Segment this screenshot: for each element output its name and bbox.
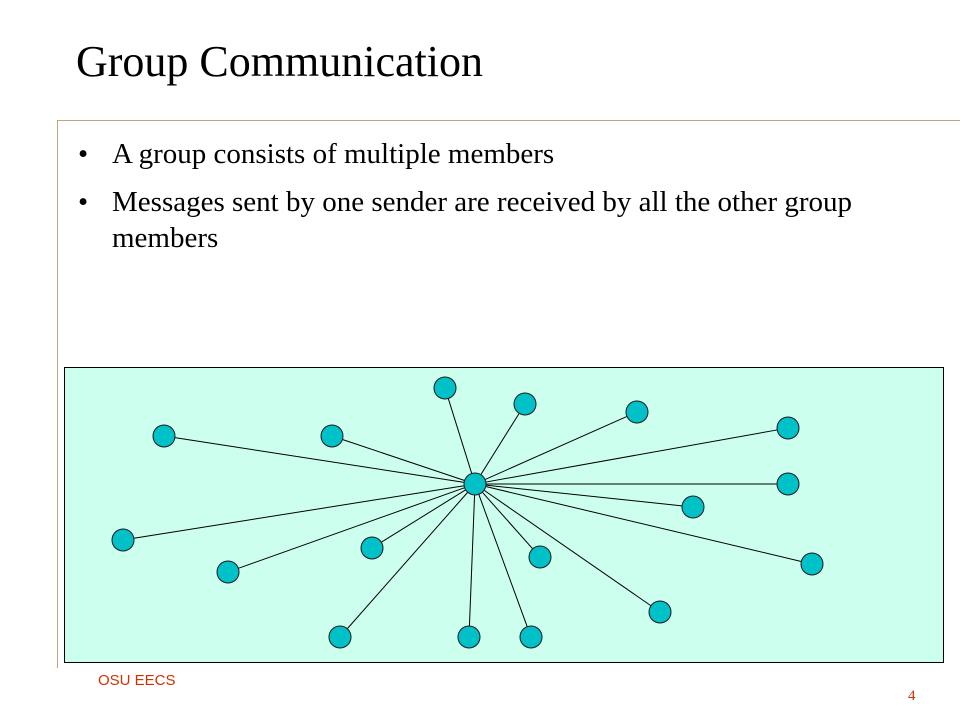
group-member-node — [216, 560, 240, 584]
message-edge — [485, 429, 778, 483]
page-number: 4 — [908, 688, 916, 704]
message-edge — [485, 486, 802, 562]
message-edge — [480, 413, 520, 475]
group-member-node — [457, 625, 481, 649]
sender-node — [463, 472, 487, 496]
group-member-node — [111, 528, 135, 552]
message-edge — [174, 437, 465, 483]
group-member-node — [648, 600, 672, 624]
message-edge — [447, 398, 473, 474]
bullet-item: Messages sent by one sender are received… — [78, 184, 918, 256]
edges-group — [133, 398, 802, 630]
group-member-node — [360, 536, 384, 560]
group-communication-diagram — [64, 367, 944, 663]
message-edge — [133, 485, 465, 539]
group-member-node — [433, 376, 457, 400]
diagram-background — [64, 367, 944, 663]
group-member-node — [519, 625, 543, 649]
title-underline-rule — [57, 120, 960, 121]
message-edge — [485, 484, 683, 507]
group-member-node — [800, 552, 824, 576]
message-edge — [481, 491, 534, 550]
group-member-node — [320, 424, 344, 448]
footer-label: OSU EECS — [98, 672, 176, 689]
message-edge — [468, 494, 476, 627]
group-member-node — [625, 400, 649, 424]
bullet-list: A group consists of multiple members Mes… — [78, 136, 918, 268]
message-edge — [483, 489, 652, 607]
message-edge — [381, 489, 466, 543]
message-edge — [346, 491, 469, 630]
message-edge — [484, 416, 628, 480]
slide-title: Group Communication — [76, 37, 483, 86]
message-edge — [238, 487, 465, 569]
group-member-node — [776, 416, 800, 440]
group-member-node — [776, 472, 800, 496]
nodes-group — [111, 376, 824, 649]
message-edge — [342, 439, 465, 481]
group-member-node — [513, 392, 537, 416]
group-member-node — [528, 545, 552, 569]
message-edge — [478, 494, 528, 627]
group-member-node — [152, 424, 176, 448]
group-member-node — [681, 495, 705, 519]
left-margin-rule — [57, 120, 58, 668]
bullet-item: A group consists of multiple members — [78, 136, 918, 172]
group-member-node — [328, 625, 352, 649]
